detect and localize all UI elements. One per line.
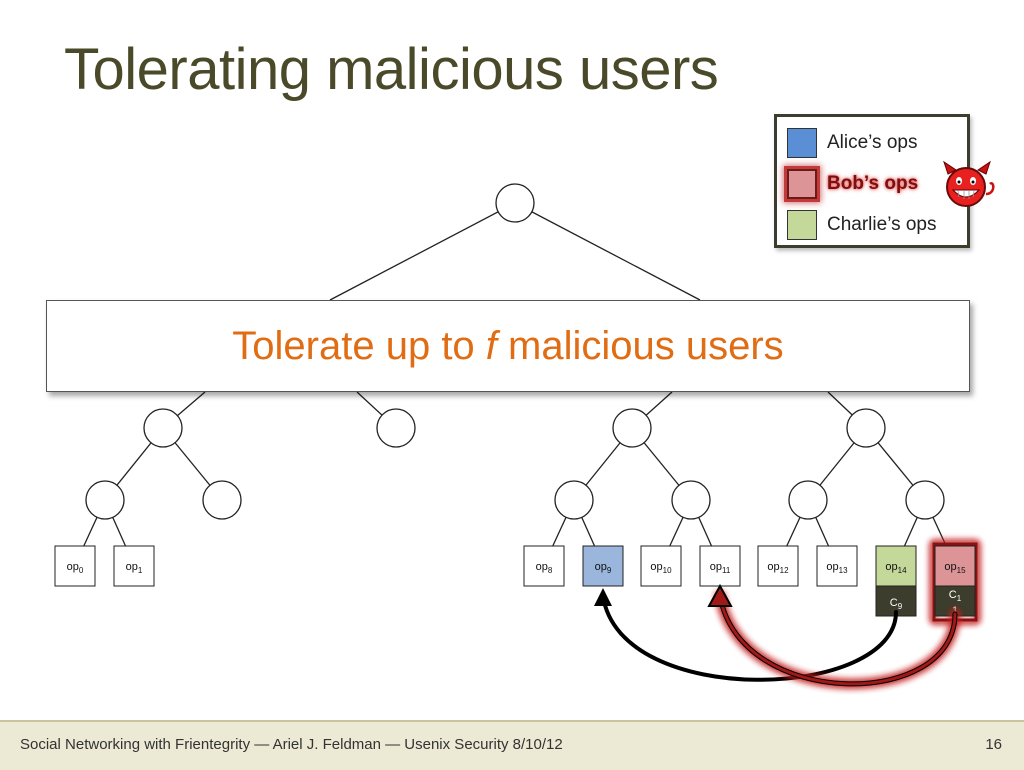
op-0-label: op0 [67, 561, 84, 575]
charlie-swatch [787, 210, 817, 240]
tree-node [612, 408, 652, 448]
bob-arrowhead [707, 583, 733, 607]
alice-label: Alice’s ops [827, 132, 918, 153]
commitment-c11-label: C1 [949, 589, 962, 603]
tree-node [671, 480, 711, 520]
legend: Alice’s ops Bob’s ops Charlie’s ops [774, 114, 970, 248]
banner-suffix: malicious users [496, 323, 784, 368]
op-10-label: op10 [650, 561, 672, 575]
footer: Social Networking with Frientegrity — Ar… [0, 720, 1024, 770]
commitment-c9-label: C9 [890, 597, 903, 611]
op-11-box [699, 545, 741, 587]
op-0-box [54, 545, 96, 587]
op-11-leaf: op11 [699, 545, 741, 587]
op-12-leaf: op12 [757, 545, 799, 587]
op-13-leaf: op13 [816, 545, 858, 587]
tree-node [202, 480, 242, 520]
tree-node [554, 480, 594, 520]
op-15-label: op15 [944, 561, 966, 575]
op-8-leaf: op8 [523, 545, 565, 587]
root-node [495, 183, 535, 223]
page-number: 16 [985, 736, 1002, 753]
tree-node [788, 480, 828, 520]
tree-node [143, 408, 183, 448]
bob-swatch [787, 169, 817, 199]
op-13-box [816, 545, 858, 587]
legend-alice: Alice’s ops [787, 127, 917, 159]
op-9-leaf: op9 [582, 545, 624, 587]
op-15-leaf: op15 [934, 545, 976, 587]
charlie-arrow [601, 594, 898, 682]
arrows [594, 583, 961, 690]
banner: Tolerate up to f malicious users [46, 300, 970, 392]
legend-bob: Bob’s ops [787, 168, 918, 200]
devil-icon [943, 160, 995, 207]
op-9-label: op9 [595, 561, 612, 575]
legend-charlie: Charlie’s ops [787, 209, 936, 241]
op-8-box [523, 545, 565, 587]
bob-arrow-core [718, 594, 957, 686]
footer-text: Social Networking with Frientegrity — Ar… [20, 736, 563, 753]
tree-node [85, 480, 125, 520]
op-1-box [113, 545, 155, 587]
bob-arrow [717, 593, 958, 687]
charlie-label: Charlie’s ops [827, 214, 937, 235]
op-11-label: op11 [710, 561, 731, 575]
op-10-box [640, 545, 682, 587]
op-1-label: op1 [126, 561, 143, 575]
bob-label: Bob’s ops [827, 173, 919, 194]
op-12-box [757, 545, 799, 587]
op-15-box [934, 545, 976, 587]
op-8-label: op8 [536, 561, 553, 575]
charlie-arrowhead [594, 588, 612, 606]
op-10-leaf: op10 [640, 545, 682, 587]
tree-nodes [85, 183, 945, 520]
op-14-label: op14 [885, 561, 907, 575]
tree-node [905, 480, 945, 520]
op-1-leaf: op1 [113, 545, 155, 587]
banner-variable: f [485, 323, 497, 368]
op-14-box [875, 545, 917, 587]
alice-swatch [787, 128, 817, 158]
banner-prefix: Tolerate up to [232, 323, 486, 368]
op-9-box [582, 545, 624, 587]
tree-node [846, 408, 886, 448]
op-13-label: op13 [826, 561, 848, 575]
op-14-leaf: op14 [875, 545, 917, 587]
op-0-leaf: op0 [54, 545, 96, 587]
op-12-label: op12 [767, 561, 789, 575]
tree-node [376, 408, 416, 448]
slide-title: Tolerating malicious users [64, 37, 719, 102]
